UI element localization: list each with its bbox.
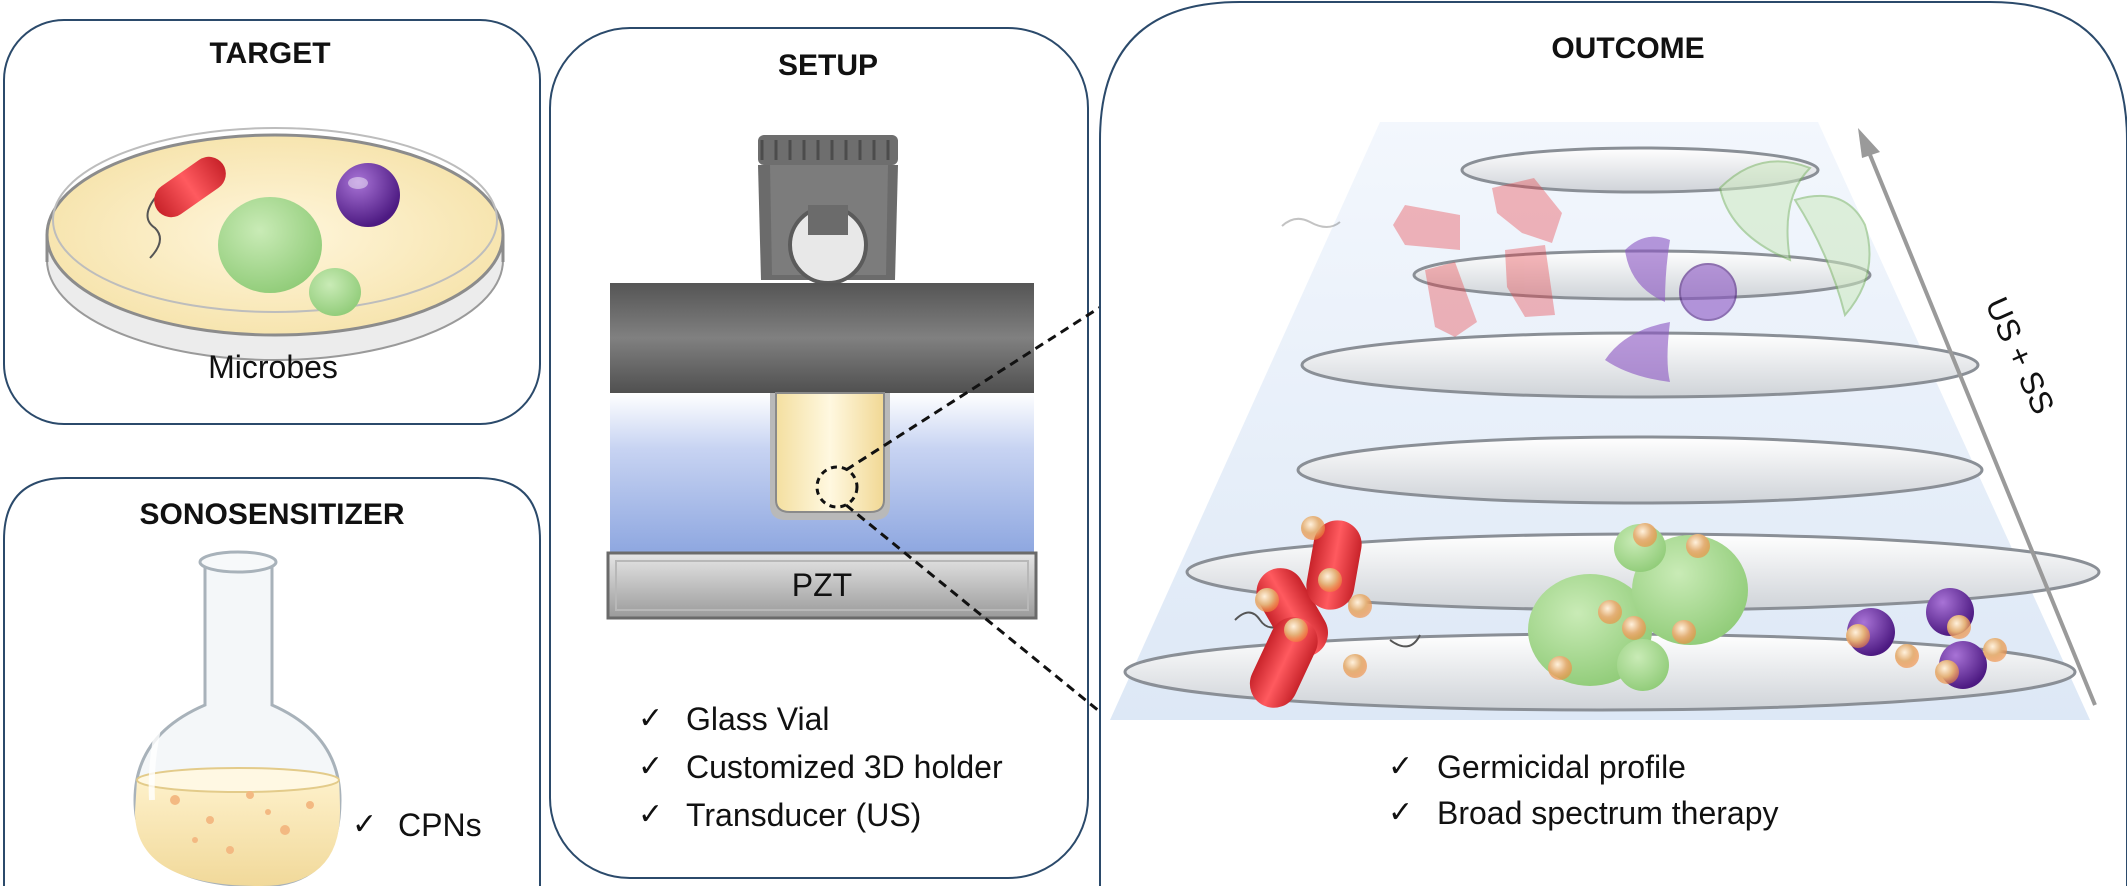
target-title: TARGET [209,37,330,70]
target-panel: TARGET Microbes [3,19,541,425]
magnifier-circle-icon [815,465,859,509]
setup-check-1-icon: ✓ [638,701,663,736]
outcome-panel: OUTCOME [1099,1,2127,886]
pzt-label: PZT [792,567,852,603]
outcome-title: OUTCOME [1551,32,1704,65]
setup-item-1: Glass Vial [686,701,829,737]
microbe-bacterium-icon [146,156,226,259]
cpns-label: CPNs [398,807,482,843]
setup-item-3: Transducer (US) [686,797,921,833]
fungi-with-particles [1528,523,1748,691]
setup-check-3-icon: ✓ [638,797,663,832]
microbe-fungus-icon [218,197,361,316]
sonosensitizer-panel: SONOSENSITIZER ✓ CPNs [3,477,541,886]
microbe-coccus-icon [336,163,400,227]
setup-panel: SETUP PZT ✓ Glass Vial [549,27,1089,879]
outcome-checklist: ✓ Germicidal profile ✓ Broad spectrum th… [1388,749,1779,831]
damaged-coccus-group [1605,236,1737,382]
trend-arrow-icon [1858,128,2097,706]
damaged-fungi-group [1718,160,1871,318]
flask-icon [133,550,342,886]
cocci-with-particles [1846,588,2007,689]
sonosensitizer-title: SONOSENSITIZER [139,498,404,531]
bacteria-with-particles [1234,516,1421,708]
setup-title: SETUP [778,49,878,82]
cpns-check-icon: ✓ [352,807,377,842]
setup-item-2: Customized 3D holder [686,749,1003,785]
microbes-label: Microbes [208,349,338,385]
setup-check-2-icon: ✓ [638,749,663,784]
damaged-bacteria-group [1281,178,1562,337]
outcome-check-2-icon: ✓ [1388,795,1413,830]
setup-checklist: ✓ Glass Vial ✓ Customized 3D holder ✓ Tr… [638,701,1003,833]
outcome-item-2: Broad spectrum therapy [1437,795,1779,831]
transducer-icon [606,551,1038,620]
outcome-check-1-icon: ✓ [1388,749,1413,784]
outcome-item-1: Germicidal profile [1437,749,1686,785]
